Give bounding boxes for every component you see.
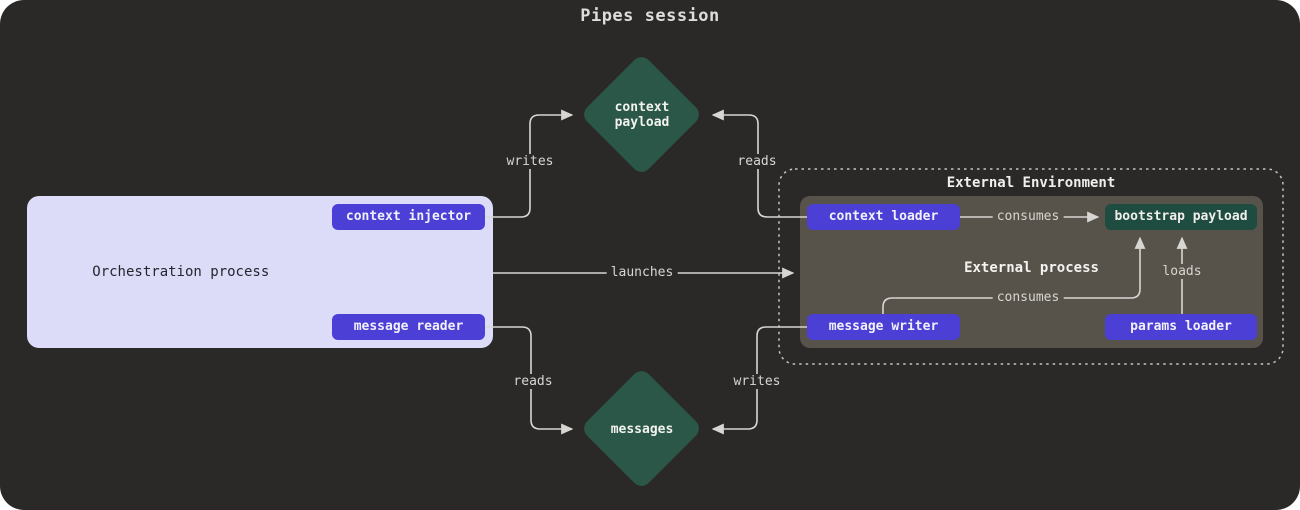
node-orchestration-process: Orchestration process context injector m… bbox=[27, 196, 493, 348]
node-message-writer: message writer bbox=[807, 314, 960, 340]
node-messages-label: messages bbox=[610, 422, 674, 437]
diagram-title: Pipes session bbox=[580, 6, 720, 26]
external-environment-label: External Environment bbox=[946, 175, 1116, 191]
node-message-reader: message reader bbox=[332, 314, 485, 340]
edge-label-writes-bottom: writes bbox=[729, 374, 785, 389]
node-context-loader: context loader bbox=[807, 204, 960, 230]
orchestration-process-label: Orchestration process bbox=[92, 264, 270, 280]
node-params-loader: params loader bbox=[1105, 314, 1257, 340]
edge-label-consumes-bottom: consumes bbox=[992, 290, 1064, 305]
edge-label-writes-top: writes bbox=[502, 154, 558, 169]
node-context-payload-label: context payload bbox=[614, 100, 670, 130]
external-environment-group: External Environment External process co… bbox=[778, 168, 1284, 365]
edge-label-reads-top: reads bbox=[733, 154, 781, 169]
node-context-injector: context injector bbox=[332, 204, 485, 230]
edge-label-loads: loads bbox=[1158, 264, 1206, 279]
edge-label-consumes-top: consumes bbox=[992, 209, 1064, 224]
node-bootstrap-payload: bootstrap payload bbox=[1105, 204, 1257, 230]
edge-label-launches: launches bbox=[606, 265, 678, 280]
edge-label-reads-bottom: reads bbox=[509, 374, 557, 389]
